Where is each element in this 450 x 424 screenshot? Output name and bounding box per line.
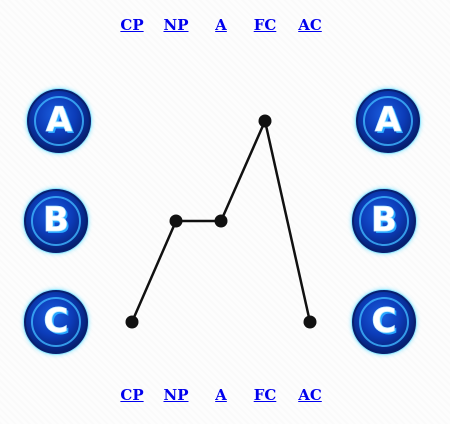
right-badge-letter-shadow: C	[374, 303, 399, 343]
top-link-a[interactable]: A	[215, 16, 227, 34]
right-badge-b: B B	[351, 188, 417, 254]
left-badge-letter: A	[46, 100, 73, 140]
bottom-link-np[interactable]: NP	[163, 386, 189, 404]
left-badge-c: C C	[23, 289, 89, 355]
bottom-link-cp[interactable]: CP	[120, 386, 144, 404]
left-badge-letter-shadow: B	[45, 202, 71, 242]
point-ac	[303, 315, 317, 329]
left-badge-a: A A	[26, 88, 92, 154]
bottom-link-a[interactable]: A	[215, 386, 227, 404]
top-link-ac[interactable]: AC	[298, 16, 322, 34]
level-points	[125, 114, 317, 329]
top-nav-links: CP NP A FC AC	[0, 16, 450, 40]
top-link-cp[interactable]: CP	[120, 16, 144, 34]
point-a	[214, 214, 228, 228]
right-badge-letter-shadow: A	[377, 102, 404, 142]
point-cp	[125, 315, 139, 329]
right-badge-letter: B	[371, 200, 397, 240]
right-badge-a: A A	[355, 88, 421, 154]
left-badge-letter: B	[43, 200, 69, 240]
right-badge-letter: C	[372, 301, 397, 341]
top-link-fc[interactable]: FC	[253, 16, 277, 34]
left-badge-letter-shadow: C	[46, 303, 71, 343]
point-np	[169, 214, 183, 228]
left-badges: A A B B C C	[23, 88, 92, 355]
right-badges: A A B B C C	[351, 88, 421, 355]
right-badge-letter: A	[375, 100, 402, 140]
right-badge-letter-shadow: B	[373, 202, 399, 242]
point-fc	[258, 114, 272, 128]
bottom-nav-links: CP NP A FC AC	[0, 386, 450, 410]
right-badge-c: C C	[351, 289, 417, 355]
bottom-link-ac[interactable]: AC	[298, 386, 322, 404]
left-badge-letter-shadow: A	[48, 102, 75, 142]
bottom-link-fc[interactable]: FC	[253, 386, 277, 404]
top-link-np[interactable]: NP	[163, 16, 189, 34]
left-badge-b: B B	[23, 188, 89, 254]
left-badge-letter: C	[44, 301, 69, 341]
